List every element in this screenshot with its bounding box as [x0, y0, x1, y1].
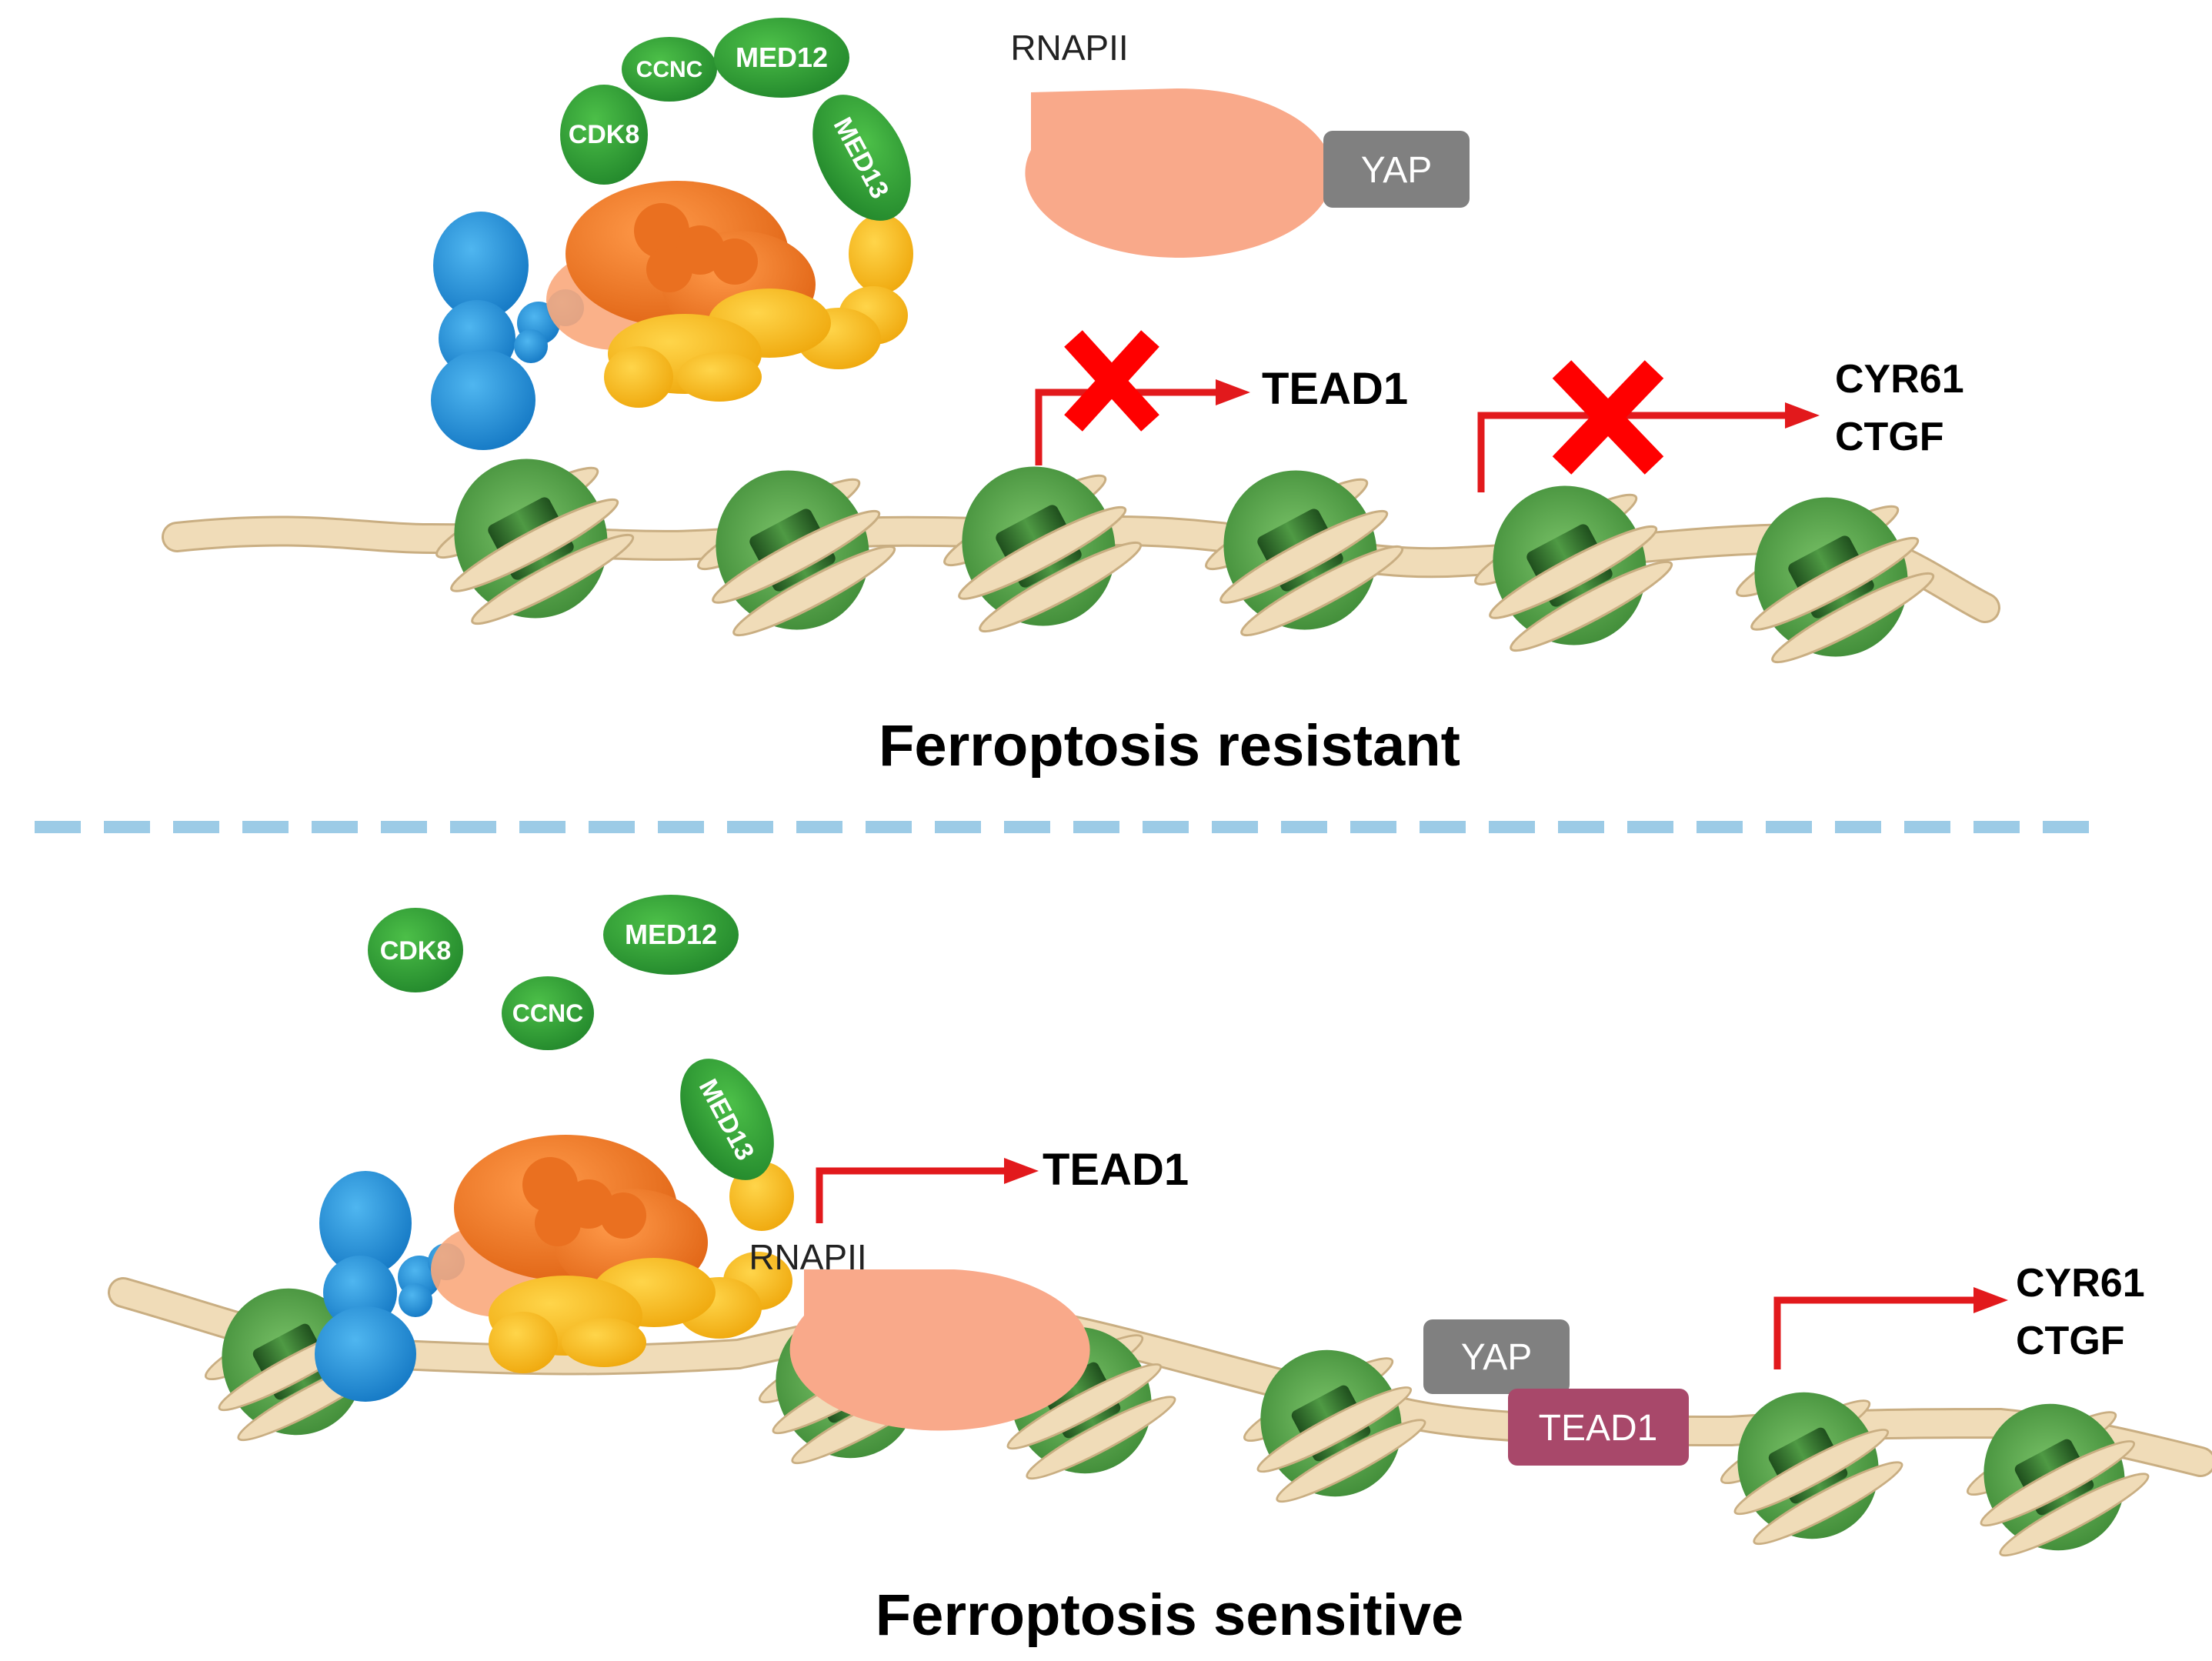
- cdk8-subunit: [368, 908, 463, 992]
- yellow-mediator-middle: [489, 1162, 794, 1373]
- nucleosome: [435, 459, 635, 625]
- rnapii-label: RNAPII: [749, 1237, 866, 1277]
- cdk8-subunit: [560, 85, 648, 185]
- nucleosome: [1966, 1403, 2150, 1557]
- ccnc-label: CCNC: [636, 57, 703, 82]
- cyr61-ctgf-promoter-arrow: CYR61 CTGF: [1477, 357, 1964, 492]
- bottom-panel: CDK8 CCNC MED12 MED13 RNAPII TEAD1 YAP: [108, 895, 2212, 1648]
- yap-label: YAP: [1461, 1337, 1532, 1378]
- tead1-gene-label: TEAD1: [1043, 1145, 1189, 1195]
- tead1-box-label: TEAD1: [1539, 1408, 1658, 1449]
- nucleosome: [1736, 497, 1935, 664]
- top-panel: CDK8 CCNC MED12 MED13 RNAPII YAP TEAD1: [162, 18, 2000, 779]
- nucleosome: [1243, 1349, 1426, 1503]
- x-mark-icon: [1064, 330, 1159, 432]
- cyr61-ctgf-promoter-arrow: CYR61 CTGF: [1773, 1261, 2145, 1369]
- cyr61-gene-label: CYR61: [2016, 1261, 2145, 1306]
- yap-label: YAP: [1361, 150, 1432, 191]
- med13-subunit: [812, 95, 911, 221]
- tead1-gene-label: TEAD1: [1262, 364, 1408, 414]
- med12-label: MED12: [736, 42, 828, 73]
- panel-title-resistant: Ferroptosis resistant: [879, 713, 1460, 779]
- rnapii-label: RNAPII: [1010, 28, 1128, 68]
- rnapii-bottom: RNAPII: [749, 1237, 1090, 1431]
- nucleosome: [697, 470, 896, 637]
- nucleosome: [943, 466, 1143, 633]
- ccnc-subunit: [622, 37, 717, 102]
- panel-title-sensitive: Ferroptosis sensitive: [876, 1583, 1464, 1648]
- yap-box-top: YAP: [1323, 131, 1470, 208]
- cyr61-gene-label: CYR61: [1835, 357, 1964, 402]
- cdk8-kinase-module-dissociated: CDK8 CCNC MED12 MED13: [368, 895, 774, 1180]
- x-mark-icon: [1552, 360, 1664, 475]
- cdk8-kinase-module: CDK8 CCNC MED12 MED13: [560, 18, 911, 221]
- nucleosome: [1205, 470, 1404, 637]
- yap-box-bottom: YAP: [1423, 1319, 1570, 1394]
- cdk8-label: CDK8: [569, 120, 640, 149]
- rnapii-top: RNAPII: [1010, 28, 1333, 258]
- ccnc-label: CCNC: [512, 999, 583, 1027]
- tead1-promoter-arrow: TEAD1: [816, 1145, 1189, 1223]
- med13-subunit: [680, 1059, 774, 1180]
- ccnc-subunit: [502, 976, 594, 1050]
- cdk8-label: CDK8: [380, 936, 452, 966]
- nucleosome: [1474, 485, 1673, 652]
- tead1-box: TEAD1: [1508, 1389, 1689, 1466]
- med12-subunit: [714, 18, 849, 98]
- tead1-promoter-arrow: TEAD1: [1035, 364, 1408, 465]
- med12-subunit: [603, 895, 739, 975]
- ctgf-gene-label: CTGF: [2016, 1319, 2125, 1363]
- ctgf-gene-label: CTGF: [1835, 415, 1944, 459]
- yellow-mediator-middle: [604, 214, 913, 408]
- nucleosome: [1720, 1392, 1903, 1546]
- med12-label: MED12: [625, 919, 717, 950]
